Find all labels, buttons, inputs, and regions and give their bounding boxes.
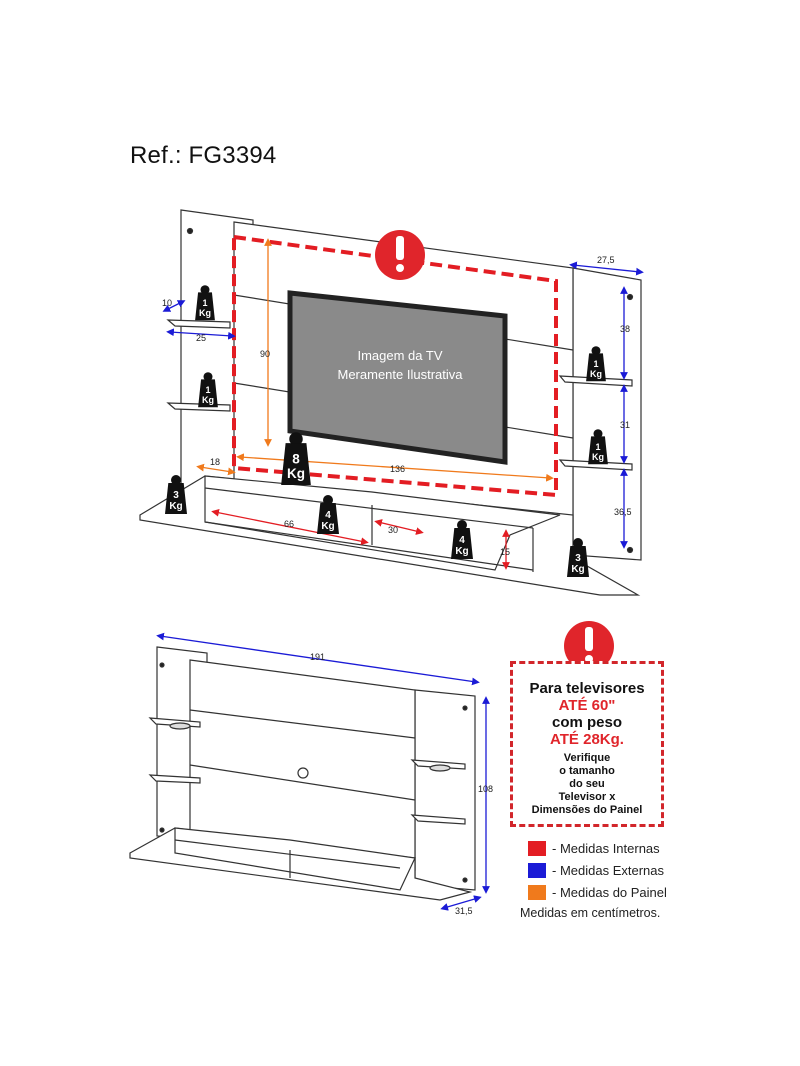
rack-b <box>174 827 416 891</box>
weight-icon: 3Kg <box>165 475 187 514</box>
weight-icon: 8Kg <box>281 432 311 485</box>
legend-internal: - Medidas Internas <box>528 837 667 859</box>
shelf-b-2 <box>148 774 201 784</box>
dim-108: 108 <box>478 784 493 794</box>
warning-line-8: Televisor x <box>558 791 616 803</box>
legend-panel: - Medidas do Painel <box>528 881 667 903</box>
warning-line-3: com peso <box>551 714 623 731</box>
exclamation-icon <box>375 230 425 280</box>
weight-number: 4 <box>325 510 331 521</box>
warning-line-5: Verifique <box>563 752 611 764</box>
weight-icon: 4Kg <box>317 495 339 534</box>
tv-warning-box: Para televisores ATÉ 60" com peso ATÉ 28… <box>510 661 664 827</box>
weight-unit: Kg <box>169 501 182 512</box>
legend-label-panel: - Medidas do Painel <box>552 884 667 900</box>
shelf-left-1 <box>166 319 231 329</box>
units-note: Medidas em centímetros. <box>520 906 661 920</box>
legend-label-external: - Medidas Externas <box>552 862 664 878</box>
dim-38: 38 <box>620 324 630 334</box>
weight-number: 8 <box>292 451 300 466</box>
warning-line-1: Para televisores <box>529 680 645 697</box>
weight-icon: 3Kg <box>567 538 589 577</box>
internal-area-frame <box>232 234 558 498</box>
dim-66: 66 <box>284 519 294 529</box>
weight-number: 1 <box>205 385 210 395</box>
weight-icon: 1Kg <box>586 346 606 382</box>
weight-number: 4 <box>459 535 465 546</box>
warning-line-2: ATÉ 60" <box>558 697 616 714</box>
dim-25: 25 <box>196 333 206 343</box>
weight-unit: Kg <box>202 395 214 405</box>
weight-icon: 1Kg <box>198 372 218 408</box>
dim-136: 136 <box>390 464 405 474</box>
dim-15: 15 <box>500 547 510 557</box>
tv-screen: Imagem da TV Meramente Ilustrativa <box>287 290 508 465</box>
weight-unit: Kg <box>592 452 604 462</box>
legend-swatch-internal <box>528 840 546 856</box>
weight-number: 3 <box>575 553 581 564</box>
reference-code: Ref.: FG3394 <box>130 142 277 169</box>
warning-line-6: o tamanho <box>559 765 615 777</box>
weight-unit: Kg <box>571 564 584 575</box>
bottom-furniture <box>129 646 476 901</box>
weight-unit: Kg <box>287 466 305 481</box>
shelf-b-4 <box>410 814 466 825</box>
weight-unit: Kg <box>199 308 211 318</box>
weight-icon: 1Kg <box>588 429 608 465</box>
weight-number: 3 <box>173 490 179 501</box>
right-tower-b <box>414 689 476 891</box>
warning-line-9: Dimensões do Painel <box>531 804 643 816</box>
shelf-right-2 <box>558 459 633 471</box>
tv-label-2: Meramente Ilustrativa <box>338 367 464 382</box>
weight-number: 1 <box>202 298 207 308</box>
dim-31: 31 <box>620 420 630 430</box>
weight-unit: Kg <box>321 521 334 532</box>
warning-line-4: ATÉ 28Kg. <box>550 731 624 748</box>
weight-icon: 4Kg <box>451 520 473 559</box>
weight-unit: Kg <box>455 546 468 557</box>
dim-18: 18 <box>210 457 220 467</box>
warning-line-7: do seu <box>569 778 605 790</box>
weight-unit: Kg <box>590 369 602 379</box>
weight-number: 1 <box>595 442 600 452</box>
dim-31-5: 31,5 <box>455 906 473 916</box>
dim-90: 90 <box>260 349 270 359</box>
tv-label-1: Imagem da TV <box>357 348 442 363</box>
legend-label-internal: - Medidas Internas <box>552 840 660 856</box>
weight-icon: 1Kg <box>195 285 215 321</box>
dim-27-5: 27,5 <box>597 255 615 265</box>
dim-36-5: 36,5 <box>614 507 632 517</box>
legend: - Medidas Internas - Medidas Externas - … <box>528 837 667 903</box>
dim-191: 191 <box>310 652 325 662</box>
legend-swatch-external <box>528 862 546 878</box>
legend-external: - Medidas Externas <box>528 859 667 881</box>
dim-30: 30 <box>388 525 398 535</box>
weight-number: 1 <box>593 359 598 369</box>
legend-swatch-panel <box>528 884 546 900</box>
dim-10: 10 <box>162 298 172 308</box>
